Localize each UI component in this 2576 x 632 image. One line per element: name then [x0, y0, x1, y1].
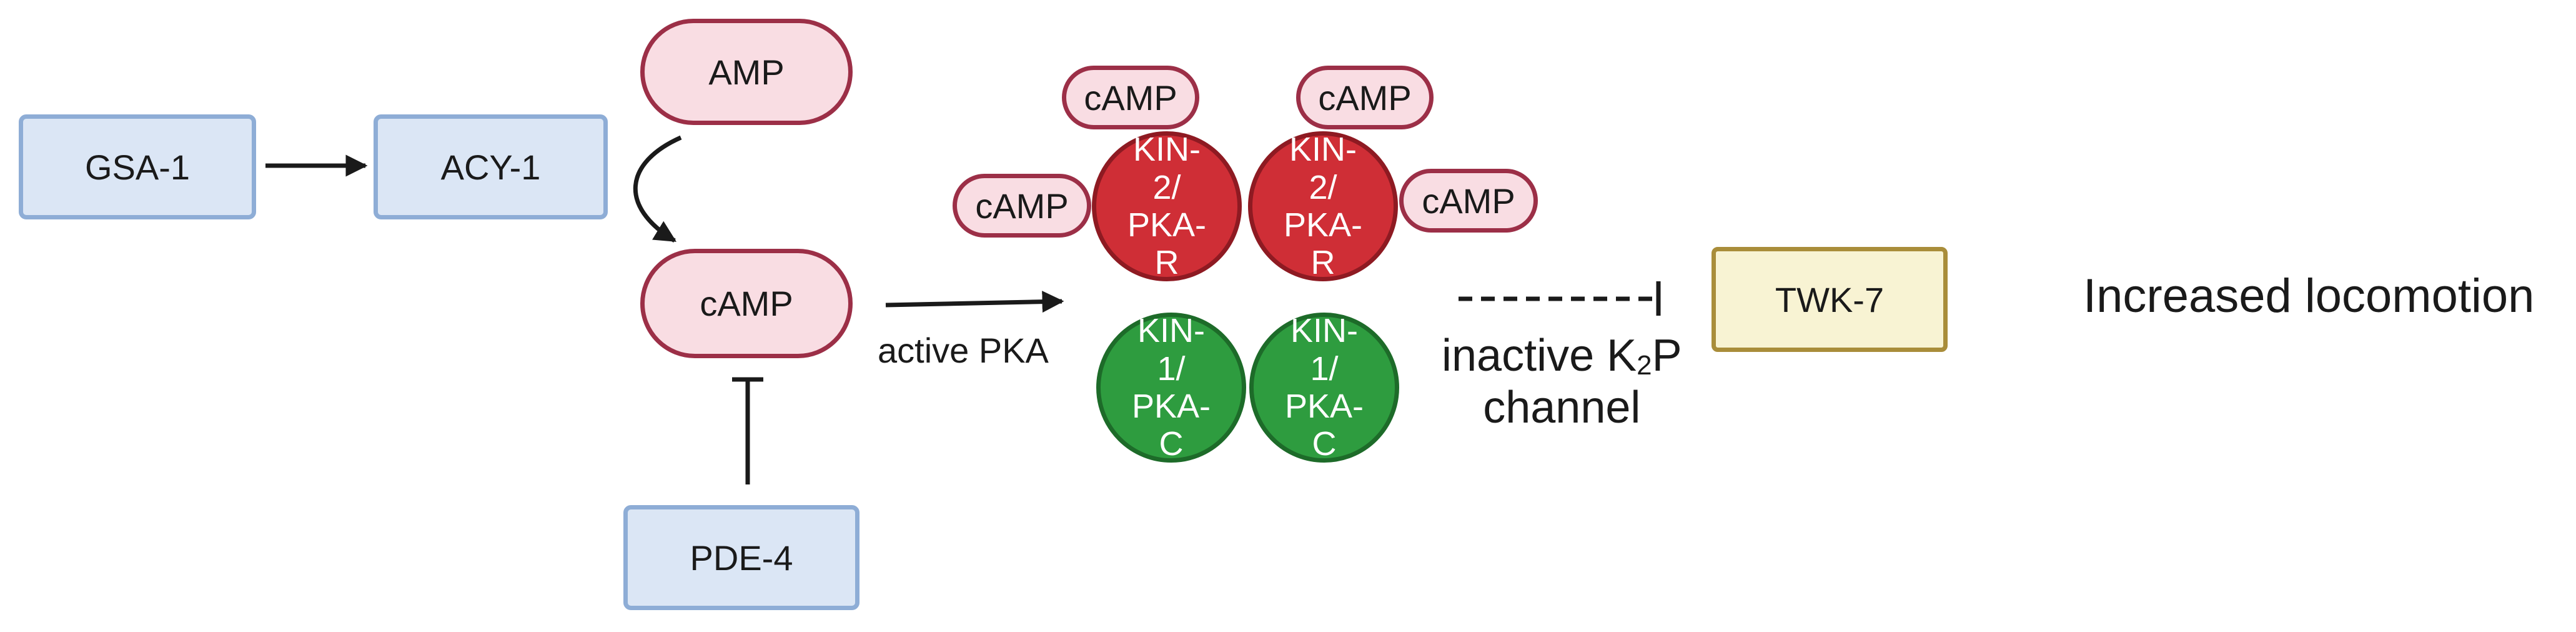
inactive-k-text: inactive K [1442, 331, 1637, 381]
arrow-amp-to-camp [633, 135, 682, 243]
amp-node: AMP [640, 19, 853, 125]
inactive-k2p-channel-label: inactive K2P channel [1442, 330, 1682, 434]
kin1-pka-c-left: KIN-1/ PKA-C [1096, 312, 1246, 463]
camp-main-node: cAMP [640, 249, 853, 358]
kin2-pka-r-right: KIN-2/ PKA-R [1248, 131, 1398, 281]
kin1-pka-c-right: KIN-1/ PKA-C [1249, 312, 1399, 463]
inactive-k2p-line: inactive K2P [1442, 330, 1682, 382]
channel-text: channel [1483, 382, 1641, 433]
k2p-subscript: 2 [1637, 350, 1652, 381]
camp-right-node: cAMP [1399, 169, 1538, 233]
outcome-label: Increased locomotion [2083, 269, 2535, 323]
gsa1-node: GSA-1 [19, 114, 256, 219]
kin2-pka-r-left: KIN-2/ PKA-R [1092, 131, 1242, 281]
twk7-node: TWK-7 [1712, 247, 1948, 352]
camp-top-left-node: cAMP [1062, 66, 1199, 129]
camp-left-node: cAMP [953, 174, 1091, 238]
k2p-p-text: P [1652, 331, 1682, 381]
arrow-camp-to-pka [885, 291, 1064, 313]
camp-top-right-node: cAMP [1296, 66, 1434, 129]
pde4-node: PDE-4 [623, 505, 859, 610]
acy1-node: ACY-1 [374, 114, 608, 219]
active-pka-label: active PKA [878, 331, 1049, 370]
